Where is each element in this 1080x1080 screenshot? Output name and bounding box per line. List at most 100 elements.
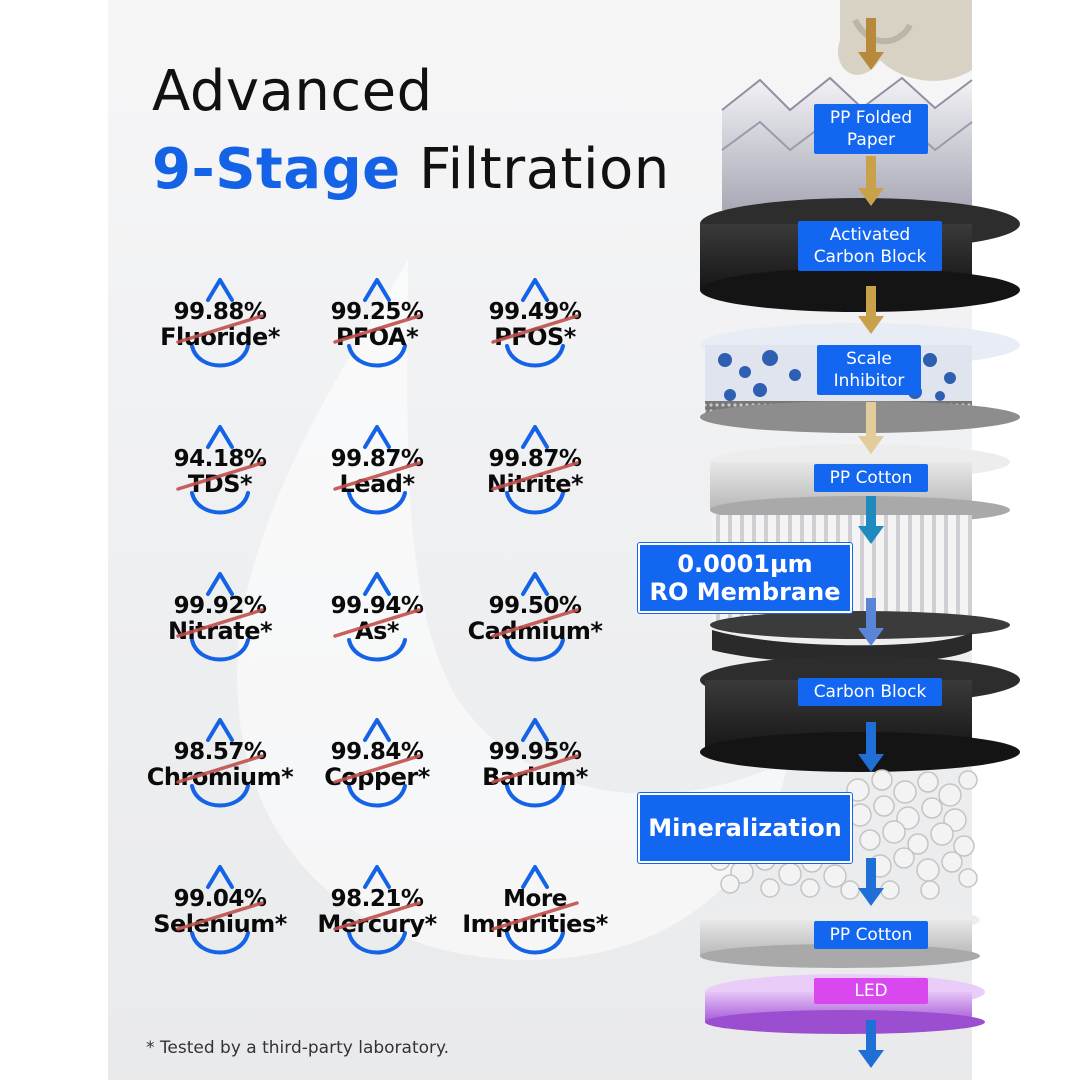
title-highlight: 9-Stage <box>152 137 401 202</box>
contaminant-badge: 99.49%PFOS* <box>455 276 615 376</box>
stage-label-line-2: RO Membrane <box>649 578 841 606</box>
strike-line <box>176 608 264 638</box>
strike-line <box>491 461 579 491</box>
water-drop-icon <box>347 572 407 662</box>
flow-arrow-6 <box>858 598 884 646</box>
water-drop-icon <box>190 572 250 662</box>
contaminant-badge: 99.94%As* <box>297 570 457 670</box>
strike-line <box>491 608 579 638</box>
strike-line <box>333 901 421 931</box>
stage-label-line-1: LED <box>854 981 888 1001</box>
water-drop-icon <box>505 865 565 955</box>
strike-line <box>176 901 264 931</box>
drop-base <box>347 491 407 515</box>
flow-arrow-4 <box>858 402 884 454</box>
contaminant-badge: 94.18%TDS* <box>140 423 300 523</box>
contaminant-badge: 99.84%Copper* <box>297 716 457 816</box>
contaminant-badge: 99.50%Cadmium* <box>455 570 615 670</box>
strike-line <box>333 608 421 638</box>
strike-line <box>333 754 421 784</box>
stage-label-line-1: Activated <box>829 225 911 245</box>
footnote: * Tested by a third-party laboratory. <box>146 1038 450 1058</box>
drop-tip <box>363 278 391 302</box>
water-drop-icon <box>505 572 565 662</box>
water-splash <box>838 0 972 81</box>
drop-base <box>347 344 407 368</box>
drop-base <box>505 491 565 515</box>
stage-label-line-1: PP Cotton <box>829 925 913 945</box>
drop-tip <box>206 425 234 449</box>
water-drop-icon <box>190 865 250 955</box>
stage-label-line-1: 0.0001μm <box>677 550 813 578</box>
strike-overlay <box>333 901 421 931</box>
drop-base <box>190 344 250 368</box>
strike-overlay <box>176 901 264 931</box>
drop-tip <box>206 865 234 889</box>
strike-line <box>491 901 579 931</box>
stage-label-pp-cotton-2: PP Cotton <box>814 921 928 949</box>
flow-arrow-8 <box>858 858 884 906</box>
water-drop-icon <box>190 425 250 515</box>
strike-overlay <box>491 608 579 638</box>
flow-arrow-5 <box>858 496 884 544</box>
water-drop-watermark <box>237 260 789 960</box>
stage-label-pp-folded-paper: PP Folded Paper <box>814 104 928 154</box>
stage-label-carbon-block: Carbon Block <box>798 678 942 706</box>
drop-base <box>505 344 565 368</box>
flow-arrow-2 <box>858 156 884 206</box>
strike-line <box>176 754 264 784</box>
title-rest: Filtration <box>400 137 670 202</box>
drop-base <box>505 784 565 808</box>
mineralization-layer <box>709 769 978 900</box>
contaminant-badge: 99.88%Fluoride* <box>140 276 300 376</box>
water-drop-icon <box>347 425 407 515</box>
strike-overlay <box>333 754 421 784</box>
drop-base <box>505 638 565 662</box>
strike-overlay <box>176 461 264 491</box>
stage-label-scale-inhibitor: Scale Inhibitor <box>817 345 921 395</box>
strike-overlay <box>491 901 579 931</box>
water-drop-icon <box>347 278 407 368</box>
strike-overlay <box>491 314 579 344</box>
drop-tip <box>521 425 549 449</box>
water-drop-icon <box>190 718 250 808</box>
drop-base <box>347 638 407 662</box>
flow-arrow-9 <box>858 1020 884 1068</box>
water-drop-icon <box>505 425 565 515</box>
stage-label-line-1: PP Folded <box>829 108 913 128</box>
strike-overlay <box>333 608 421 638</box>
drop-tip <box>521 278 549 302</box>
flow-arrow-1 <box>858 18 884 70</box>
drop-base <box>190 491 250 515</box>
contaminant-badge: 99.25%PFOA* <box>297 276 457 376</box>
drop-tip <box>206 278 234 302</box>
drop-tip <box>206 718 234 742</box>
page-title-line-1: Advanced <box>152 59 433 124</box>
stage-label-line-1: Scale <box>846 349 892 369</box>
drop-base <box>347 931 407 955</box>
contaminant-badge: 99.87%Lead* <box>297 423 457 523</box>
stage-label-line-1: PP Cotton <box>829 468 913 488</box>
strike-line <box>491 314 579 344</box>
contaminant-badge: 99.04%Selenium* <box>140 863 300 963</box>
water-drop-icon <box>190 278 250 368</box>
strike-overlay <box>176 754 264 784</box>
strike-line <box>491 754 579 784</box>
drop-base <box>347 784 407 808</box>
contaminant-badge: 98.57%Chromium* <box>140 716 300 816</box>
drop-tip <box>521 865 549 889</box>
flow-arrows <box>858 18 884 1068</box>
strike-overlay <box>491 754 579 784</box>
stage-label-pp-cotton: PP Cotton <box>814 464 928 492</box>
water-drop-icon <box>347 865 407 955</box>
stage-label-mineralization: Mineralization <box>638 793 852 863</box>
contaminant-badge: 99.87%Nitrite* <box>455 423 615 523</box>
strike-line <box>333 461 421 491</box>
water-drop-icon <box>347 718 407 808</box>
stage-label-line-1: Mineralization <box>648 814 842 842</box>
strike-line <box>176 461 264 491</box>
drop-tip <box>363 425 391 449</box>
flow-arrow-7 <box>858 722 884 772</box>
strike-overlay <box>333 461 421 491</box>
